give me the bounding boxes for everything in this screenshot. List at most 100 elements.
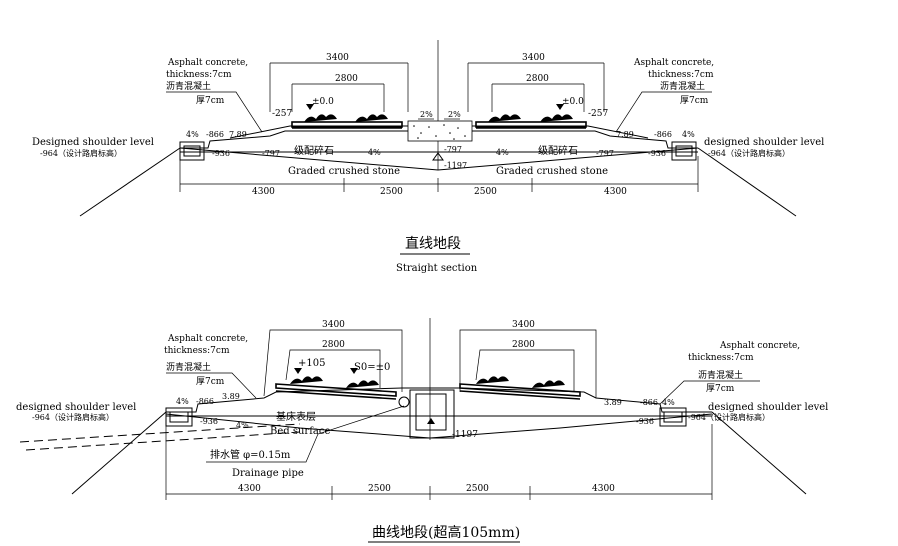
curve-right-2800-label: 2800 [512,340,535,350]
curve-left-side-slope [71,411,167,495]
curve-right-shoulder-label: designed shoulder level [708,402,828,413]
straight-right-m964: -964（设计路肩标高） [708,148,790,158]
curve-right-3400-frame [459,329,597,398]
straight-right-outer-4pct: 4% [682,130,695,139]
curve-left-slab-base [275,390,397,400]
straight-bottom-dim-ticks [179,156,699,192]
curve-left-m866: -866 [196,397,214,406]
curve-right-m964: -964（设计路肩标高） [688,412,770,422]
straight-left-inner-4pct: 4% [368,148,381,157]
straight-right-asphalt-leader [615,91,712,133]
straight-left-asphalt-leader [166,91,263,133]
curve-left-drain-box [165,407,193,427]
curve-bottom-dim-ticks [165,424,713,500]
curve-left-asphalt-line4: 厚7cm [196,376,225,387]
curve-right-asphalt-line3: 沥青混凝土 [698,369,743,381]
curve-s0: S0=±0 [354,362,390,373]
straight-left-asphalt-line1: Asphalt concrete, [167,58,248,68]
straight-title-en: Straight section [396,263,478,274]
straight-left-track-slab [291,121,403,128]
curve-m1197: -1197 [452,430,478,440]
straight-left-asphalt-line4: 厚7cm [196,95,225,106]
straight-left-drain-box [179,141,205,161]
curve-bed-cn: 基床表层 [276,410,316,423]
straight-left-3400-label: 3400 [326,53,349,63]
curve-left-shoulder-label: designed shoulder level [16,402,136,413]
curve-center-pit [409,389,455,439]
curve-section: 3400 2800 3400 2800 +105 S0=±0 Asphalt c… [16,318,828,543]
curve-plus105-marker [294,368,302,374]
straight-rail-fastenings [304,114,573,122]
curve-title: 曲线地段(超高105mm) [372,524,520,541]
straight-stone-dots [413,124,466,140]
curve-right-m866: -866 [640,398,658,407]
curve-right-2800-frame [475,349,575,392]
curve-left-2800-frame [285,349,381,388]
curve-left-389: 3.89 [222,392,240,401]
curve-dim-2500-right: 2500 [466,484,489,494]
straight-left-m797: -797 [262,149,280,158]
curve-right-drain-box [659,407,687,427]
straight-left-m936: -936 [212,149,230,158]
curve-left-m964: -964（设计路肩标高） [32,412,114,422]
curve-right-asphalt-line4: 厚7cm [706,383,735,394]
curve-plus105: +105 [298,358,325,369]
curve-formation-top [166,387,712,413]
straight-left-rail-level: ±0.0 [312,97,334,107]
straight-right-asphalt-line3: 沥青混凝土 [660,80,705,92]
curve-right-slab-base [459,390,581,400]
straight-right-drain-box [671,141,697,161]
straight-left-789: 7.89 [229,130,247,139]
straight-left-asphalt-line2: thickness:7cm [166,70,232,80]
curve-bed-4pct: 4% [236,421,249,430]
straight-formation-bottom [179,147,699,171]
curve-left-3400-label: 3400 [322,320,345,330]
straight-right-track-slab [475,121,587,128]
curve-right-asphalt-leader [659,380,760,405]
curve-right-3400-label: 3400 [512,320,535,330]
straight-right-3400-label: 3400 [522,53,545,63]
straight-right-shoulder-label: designed shoulder level [704,137,824,148]
straight-right-m866: -866 [654,130,672,139]
curve-dim-2500-left: 2500 [368,484,391,494]
straight-right-m936: -936 [648,149,666,158]
curve-drain-en: Drainage pipe [232,468,304,479]
curve-right-drain-inner [663,411,683,423]
curve-bed-dash-1 [19,423,301,443]
straight-center-stone [407,120,473,142]
curve-left-3400-frame [263,329,403,397]
straight-center-m797: -797 [444,145,462,154]
straight-m1197: -1197 [444,161,467,170]
straight-right-2800-label: 2800 [526,74,549,84]
curve-right-asphalt-line2: thickness:7cm [688,353,754,363]
curve-left-asphalt-leader [166,372,257,399]
straight-right-asphalt-line4: 厚7cm [680,95,709,106]
straight-dim-2500-right: 2500 [474,187,497,197]
curve-bed-dash-2 [25,431,301,451]
curve-left-track-slab [275,383,397,397]
straight-left-2800-label: 2800 [335,74,358,84]
curve-drain-cn: 排水管 φ=0.15m [210,448,291,461]
curve-dim-4300-left: 4300 [238,484,261,494]
straight-left-outer-4pct: 4% [186,130,199,139]
curve-left-asphalt-line1: Asphalt concrete, [167,334,248,344]
curve-center-pit-inner [415,393,447,431]
curve-s0-marker [350,368,358,374]
straight-right-m257: -257 [588,109,608,119]
straight-dim-2500-left: 2500 [380,187,403,197]
curve-left-2800-label: 2800 [322,340,345,350]
straight-left-m257: -257 [272,109,292,119]
straight-right-m797: -797 [596,149,614,158]
straight-left-drain-inner [183,145,201,157]
straight-left-m866: -866 [206,130,224,139]
straight-right-rail-level: ±0.0 [562,97,584,107]
curve-rail-fastenings [290,376,565,388]
curve-left-drain-inner [169,411,189,423]
curve-right-side-slope [711,411,807,495]
straight-left-side-slope [79,147,181,217]
straight-dim-4300-left: 4300 [252,187,275,197]
straight-graded-cn-right: 级配碎石 [538,144,578,157]
straight-left-level-marker [306,104,314,110]
curve-center-marker [427,418,435,424]
straight-slope-2pct-right: 2% [448,110,461,119]
